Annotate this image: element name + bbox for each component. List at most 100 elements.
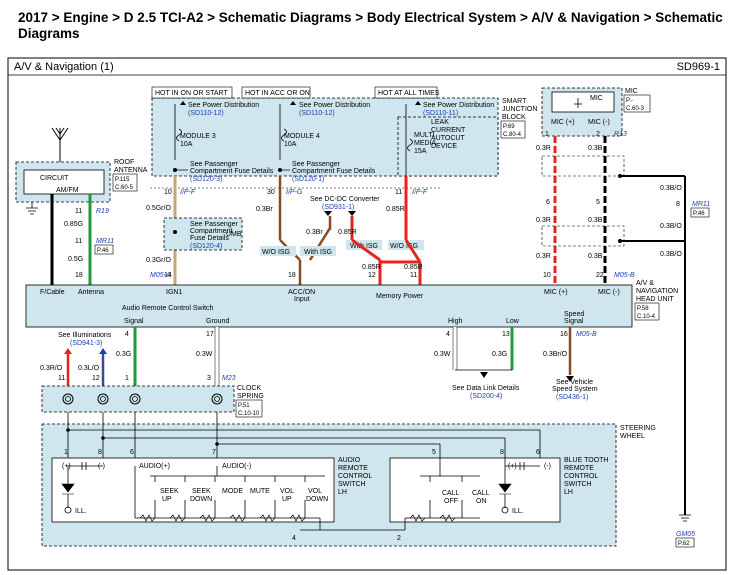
svg-text:With ISG: With ISG (350, 243, 378, 250)
wire-mic-minus: 0.3B 0.3B 0.3B 5 22 M05-B (588, 136, 635, 285)
svg-text:(SD120-4): (SD120-4) (190, 243, 222, 250)
svg-text:CALL: CALL (442, 490, 460, 497)
svg-text:A/V &: A/V & (636, 280, 654, 287)
svg-text:C.60-5: C.60-5 (115, 185, 134, 191)
svg-text:OFF: OFF (444, 498, 458, 505)
svg-text:P.115: P.115 (115, 177, 130, 183)
svg-text:BLUE TOOTH: BLUE TOOTH (564, 457, 608, 464)
svg-text:CONTROL: CONTROL (564, 473, 598, 480)
svg-text:MEDIA: MEDIA (414, 140, 437, 147)
svg-text:15A: 15A (414, 148, 427, 155)
hot-all-times-label: HOT AT ALL TIMES (378, 90, 440, 97)
svg-text:(-): (-) (98, 463, 105, 470)
bluetooth-remote-switch-box (389, 457, 561, 523)
antenna-icon (51, 127, 69, 141)
svg-text:6: 6 (536, 449, 540, 456)
svg-text:(SD931-1): (SD931-1) (322, 204, 354, 211)
svg-text:Compartment Fuse Details: Compartment Fuse Details (292, 168, 376, 175)
svg-text:Input: Input (294, 296, 310, 303)
svg-text:8: 8 (98, 449, 102, 456)
svg-text:P.46: P.46 (693, 211, 705, 217)
svg-text:See Power Distribution: See Power Distribution (423, 102, 494, 109)
svg-text:0.85G: 0.85G (64, 221, 83, 228)
svg-text:MIC (+): MIC (+) (544, 289, 568, 296)
svg-text:ILL.: ILL. (512, 508, 524, 515)
svg-text:AUTOCUT: AUTOCUT (431, 135, 465, 142)
svg-text:4: 4 (292, 535, 296, 542)
svg-text:0.85R: 0.85R (338, 229, 357, 236)
svg-text:P.62: P.62 (678, 541, 690, 547)
svg-text:1: 1 (64, 449, 68, 456)
wire-mic-plus: 0.3R 0.3R 0.3R 6 10 (536, 136, 557, 285)
svg-text:(+): (+) (62, 463, 71, 470)
svg-text:0.3B/O: 0.3B/O (660, 223, 682, 230)
svg-text:C.10-4: C.10-4 (637, 314, 656, 320)
svg-text:0.3R/O: 0.3R/O (40, 365, 63, 372)
svg-text:Antenna: Antenna (78, 289, 104, 296)
svg-text:2: 2 (596, 131, 600, 138)
svg-text:P.51: P.51 (238, 403, 250, 409)
svg-text:W/O ISG: W/O ISG (390, 243, 418, 250)
illumination-ref: See Illuminations (SD941-3) 0.3R/O 0.3L/… (40, 332, 112, 390)
svg-text:(SD110-12): (SD110-12) (188, 110, 224, 117)
svg-text:(SD110-11): (SD110-11) (423, 110, 458, 117)
fuse-module4 (281, 128, 287, 142)
svg-text:11: 11 (395, 189, 402, 196)
svg-text:0.3G: 0.3G (116, 351, 131, 358)
svg-text:4: 4 (446, 331, 450, 338)
svg-text:0.3R: 0.3R (536, 217, 551, 224)
svg-text:DEVICE: DEVICE (431, 143, 457, 150)
svg-text:17: 17 (206, 331, 214, 338)
svg-text:M05-B: M05-B (576, 331, 597, 338)
svg-text:13: 13 (502, 331, 510, 338)
svg-text:Audio Remote Control Switch: Audio Remote Control Switch (122, 305, 214, 312)
svg-text:DOWN: DOWN (190, 496, 212, 503)
svg-text:See Vehicle: See Vehicle (556, 379, 593, 386)
svg-text:3: 3 (207, 375, 211, 382)
svg-text:See Power Distribution: See Power Distribution (299, 102, 370, 109)
svg-text:11: 11 (58, 375, 65, 382)
svg-text:0.3G: 0.3G (492, 351, 507, 358)
svg-text:1: 1 (545, 131, 549, 138)
svg-text:MR11: MR11 (692, 201, 710, 208)
mic-module: MIC MIC (+) MIC (-) MIC P.- C.60-3 (541, 87, 651, 137)
svg-text:14: 14 (164, 272, 172, 279)
svg-text:MODULE 4: MODULE 4 (284, 133, 320, 140)
svg-text:Speed System: Speed System (552, 386, 598, 393)
svg-text:12: 12 (92, 375, 100, 382)
wire-data-low: 13 0.3G (492, 327, 514, 370)
svg-text:UP: UP (162, 496, 172, 503)
svg-text:MR11: MR11 (96, 238, 114, 245)
svg-text:P.-: P.- (626, 98, 633, 104)
svg-text:UP: UP (282, 496, 292, 503)
svg-text:WHEEL: WHEEL (620, 433, 645, 440)
svg-text:6: 6 (130, 449, 134, 456)
svg-text:0.3B: 0.3B (588, 217, 603, 224)
svg-text:(-): (-) (544, 463, 551, 470)
wire-memory-power: 0.85R 0.85R 0.85R 12 11 (351, 176, 423, 285)
svg-text:10: 10 (164, 189, 172, 196)
svg-text:BLOCK: BLOCK (502, 114, 526, 121)
svg-text:R13: R13 (614, 131, 627, 138)
switch-contacts-audio (154, 476, 306, 518)
svg-text:M05-A: M05-A (150, 272, 171, 279)
svg-text:0.3B/O: 0.3B/O (660, 185, 682, 192)
svg-text:(SD200-4): (SD200-4) (470, 393, 502, 400)
sheet-code: SD969-1 (677, 61, 720, 73)
svg-text:CLOCK: CLOCK (237, 385, 261, 392)
svg-text:With ISG: With ISG (304, 249, 332, 256)
svg-text:SPRING: SPRING (237, 393, 264, 400)
svg-text:0.3R: 0.3R (536, 253, 551, 260)
svg-text:Signal: Signal (564, 318, 584, 325)
capacitor-icon (81, 462, 87, 470)
svg-text:Compartment Fuse Details: Compartment Fuse Details (190, 168, 274, 175)
svg-text:LH: LH (564, 489, 573, 496)
svg-text:Compartment: Compartment (190, 228, 232, 235)
svg-text:LEAK: LEAK (431, 119, 449, 126)
svg-text:0.3Br: 0.3Br (306, 229, 323, 236)
svg-text:0.3L/O: 0.3L/O (78, 365, 100, 372)
svg-text:ROOF: ROOF (114, 159, 134, 166)
audio-remote-switch-box (51, 457, 335, 523)
svg-text:MULTI: MULTI (414, 132, 435, 139)
svg-text:MIC (-): MIC (-) (598, 289, 620, 296)
